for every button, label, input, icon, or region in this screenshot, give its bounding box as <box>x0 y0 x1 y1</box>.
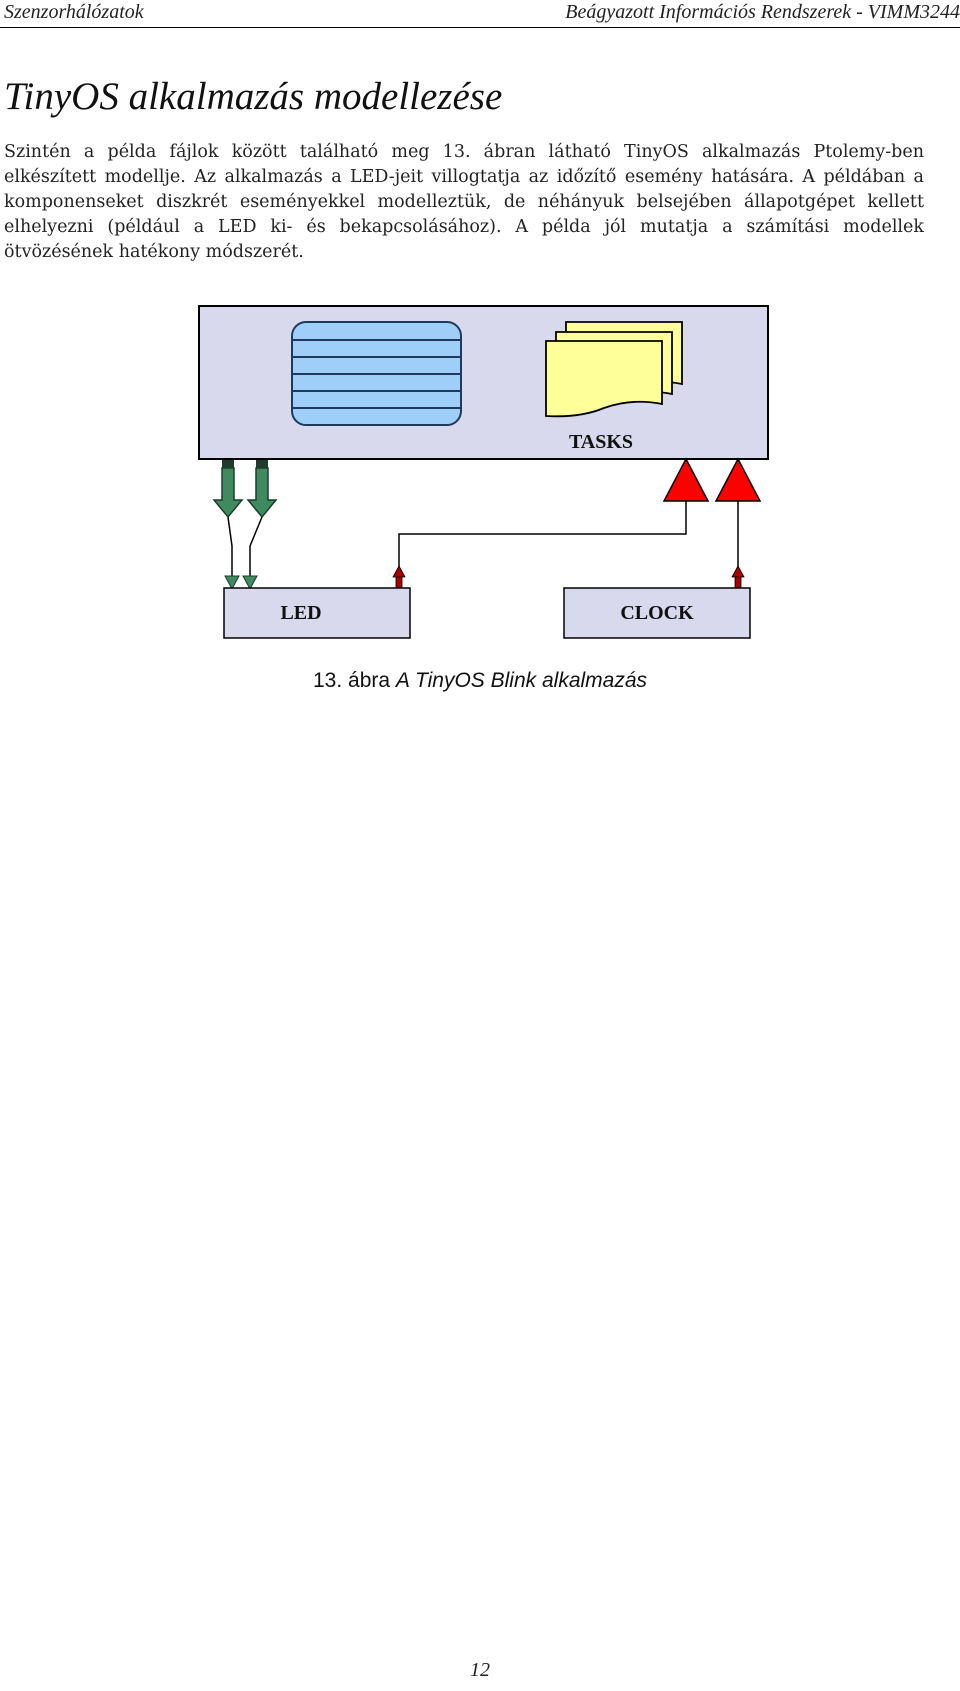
tasks-label: TASKS <box>569 431 633 453</box>
diagram: TASKS <box>198 305 769 639</box>
tasks-documents-icon <box>545 321 683 418</box>
body-paragraph: Szintén a példa fájlok között található … <box>4 142 924 262</box>
figure-tinyos-blink: TASKS <box>0 295 960 665</box>
connection-led-to-tasks <box>398 501 687 576</box>
green-output-port-1 <box>212 460 244 519</box>
connection-tasks-to-led <box>227 516 263 576</box>
caption-text: A TinyOS Blink alkalmazás <box>395 669 648 692</box>
led-output-port <box>392 565 406 589</box>
running-header-left: Szenzorhálózatok <box>4 1 144 23</box>
green-output-port-2 <box>246 460 278 519</box>
section-title: TinyOS alkalmazás modellezése <box>4 75 503 118</box>
page-number: 12 <box>470 1659 490 1681</box>
caption-number: 13. ábra <box>312 669 391 692</box>
red-input-port-2 <box>714 457 762 502</box>
running-header-right: Beágyazott Információs Rendszerek - VIMM… <box>565 1 960 23</box>
clock-output-port <box>731 565 745 589</box>
led-box <box>223 587 411 639</box>
queue-icon <box>291 321 462 426</box>
red-input-port-1 <box>662 457 710 502</box>
led-label: LED <box>280 602 321 624</box>
header-divider <box>0 27 960 28</box>
led-input-port-2 <box>242 575 258 591</box>
figure-caption: 13. ábra A TinyOS Blink alkalmazás <box>0 667 960 695</box>
clock-label: CLOCK <box>620 602 694 624</box>
clock-box <box>563 587 751 639</box>
led-input-port-1 <box>224 575 240 591</box>
